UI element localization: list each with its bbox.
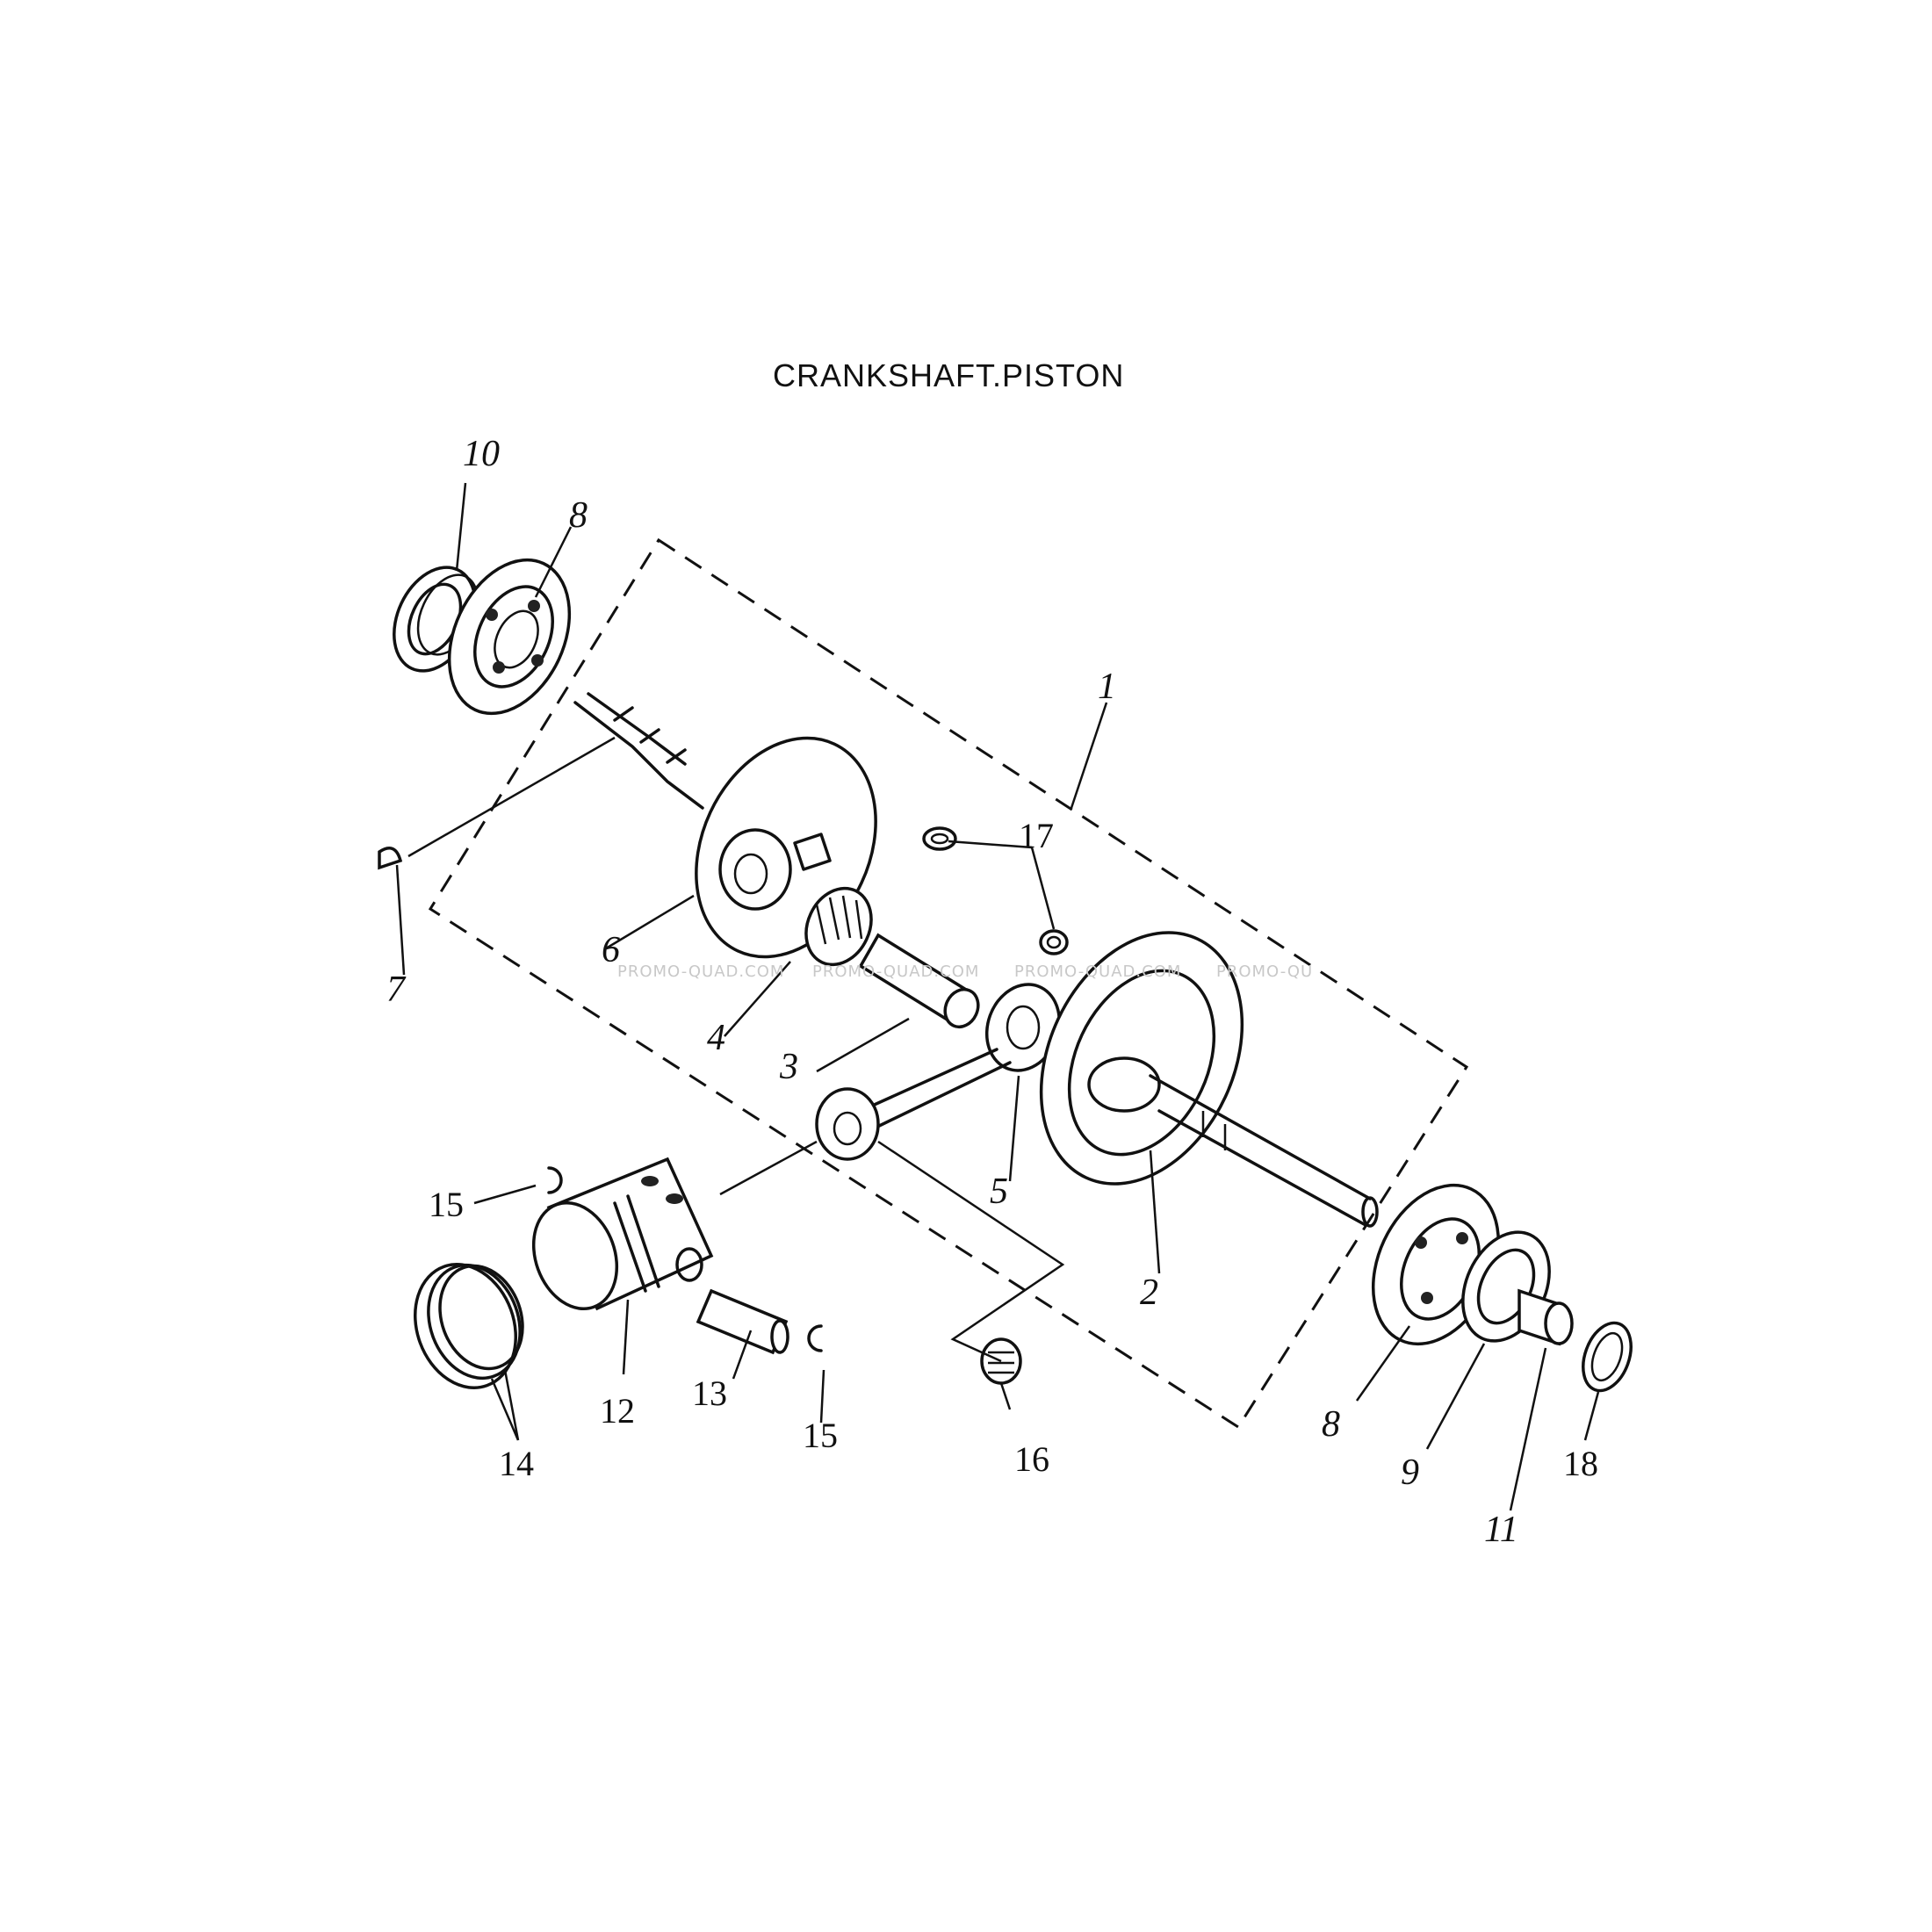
callout-8-lower: 8 [1322,1404,1340,1445]
callout-16: 16 [1014,1439,1049,1479]
crank-pin-part [858,933,980,1029]
callout-15-right: 15 [803,1416,838,1455]
callout-4: 4 [707,1018,725,1058]
callout-9: 9 [1401,1453,1419,1493]
callout-12: 12 [600,1391,635,1431]
piston-rings-part [414,1263,524,1389]
callout-7: 7 [386,970,407,1010]
washer-right-part [1582,1321,1633,1393]
callout-18: 18 [1563,1444,1598,1483]
circlip-right-part [807,1324,823,1352]
washer-lower-part [1039,929,1069,955]
watermark-4: PROMO-QU [1216,962,1313,981]
callout-17: 17 [1019,816,1054,855]
callout-5: 5 [990,1171,1008,1212]
crank-half-right-part [1039,931,1379,1228]
callout-10: 10 [463,434,500,474]
watermark-2: PROMO-QUAD.COM [812,962,979,981]
watermark-1: PROMO-QUAD.COM [617,962,784,981]
callout-6: 6 [602,930,620,970]
leader-lines [395,482,1600,1511]
callout-2: 2 [1140,1272,1158,1313]
callout-14: 14 [499,1444,534,1483]
crankshaft-assembly-boundary [428,537,1469,1430]
callout-8-upper: 8 [569,495,588,536]
callout-15-left: 15 [429,1185,464,1224]
callout-11: 11 [1484,1510,1518,1550]
collar-part [1517,1288,1574,1346]
connecting-rod-part [815,983,1062,1161]
piston-pin-part [696,1288,789,1355]
watermark-3: PROMO-QUAD.COM [1014,962,1181,981]
bearing-left-part [447,558,572,716]
callout-3: 3 [779,1047,798,1087]
woodruff-key-part [378,847,403,870]
needle-bearing-part [804,886,873,967]
callout-13: 13 [692,1373,727,1413]
callout-1: 1 [1098,667,1116,707]
diagram-title: CRANKSHAFT.PISTON [773,357,1124,393]
washer-upper-part [922,826,957,851]
piston-part [531,1157,714,1311]
circlip-left-part [547,1166,563,1194]
